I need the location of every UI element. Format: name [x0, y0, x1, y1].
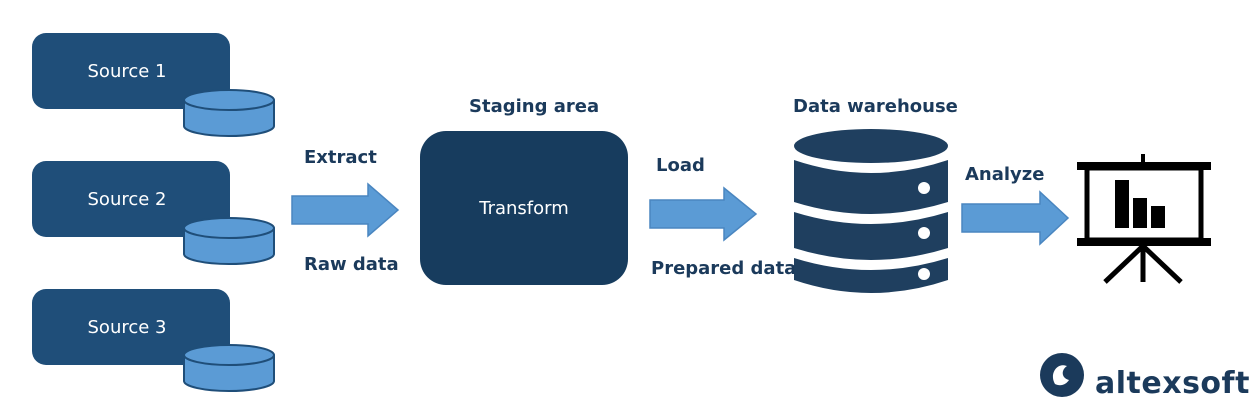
source-3-cylinder-icon	[183, 344, 275, 392]
source-1-box: Source 1	[32, 33, 230, 109]
analyze-arrow-icon	[961, 190, 1070, 246]
source-1-cylinder-icon	[183, 89, 275, 137]
prepared-data-label: Prepared data	[651, 258, 797, 279]
raw-data-label: Raw data	[304, 254, 399, 275]
transform-label: Transform	[479, 197, 569, 219]
analyze-label: Analyze	[965, 164, 1045, 185]
load-label: Load	[656, 155, 705, 176]
extract-arrow-icon	[291, 182, 400, 238]
extract-label: Extract	[304, 147, 377, 168]
transform-box: Transform	[420, 131, 628, 285]
source-2-box: Source 2	[32, 161, 230, 237]
database-icon	[794, 129, 948, 293]
data-warehouse-title: Data warehouse	[793, 96, 958, 117]
source-2-cylinder-icon	[183, 217, 275, 265]
presentation-chart-icon	[1077, 154, 1211, 284]
staging-area-title: Staging area	[469, 96, 600, 117]
source-1-label: Source 1	[87, 60, 167, 82]
source-3-label: Source 3	[87, 316, 167, 338]
source-2-label: Source 2	[87, 188, 167, 210]
brand-name: altexsoft	[1095, 366, 1250, 401]
altexsoft-logo-icon	[1040, 353, 1084, 397]
load-arrow-icon	[649, 186, 758, 242]
